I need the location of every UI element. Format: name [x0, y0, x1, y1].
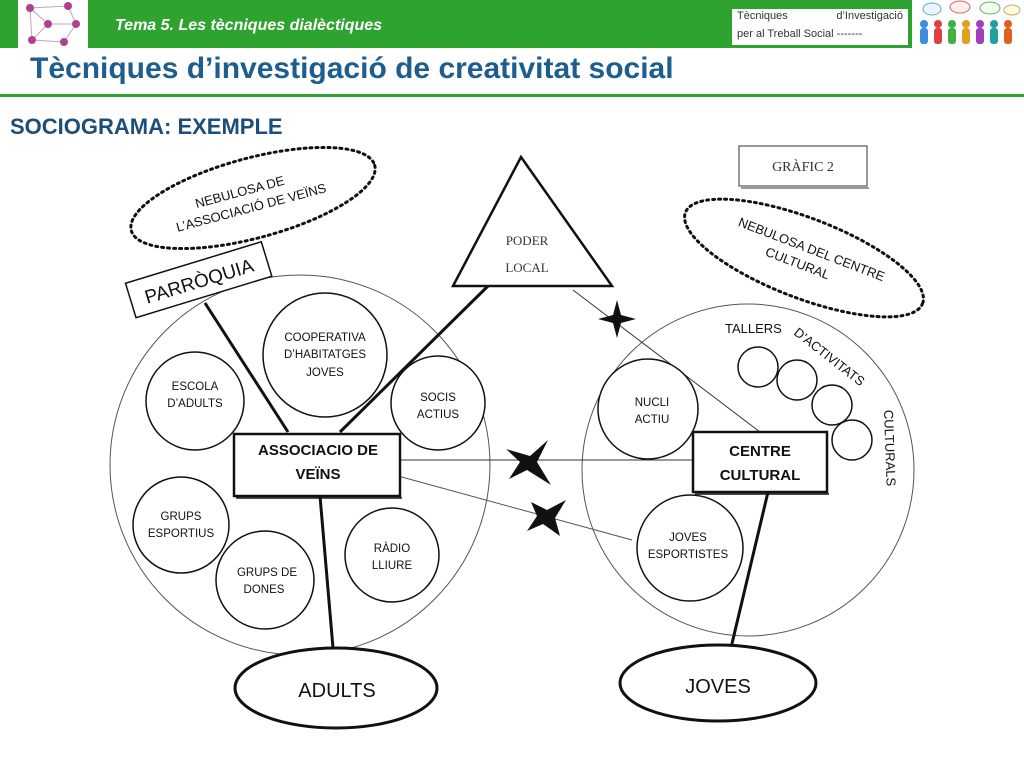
socis-line2: ACTIUS [417, 409, 460, 421]
title-divider [0, 94, 1024, 97]
nebula-left-ellipse [129, 145, 377, 251]
grups-dones-line1: GRUPS DE [237, 567, 297, 579]
joves-label: JOVES [685, 676, 751, 698]
radio-line2: LLIURE [372, 560, 413, 572]
grafic-label-box [738, 145, 868, 187]
nucli-line1: NUCLI [635, 397, 670, 409]
page-subtitle: SOCIOGRAMA: EXEMPLE [10, 114, 283, 139]
taller-circle [811, 384, 853, 426]
grups-esportius-circle [132, 476, 230, 574]
grafic-label: GRÀFIC 2 [772, 158, 834, 175]
parroquia-assoc-link [203, 302, 290, 433]
adults-ellipse [233, 646, 439, 730]
header-right-line1: Tècniques d’Investigació [737, 10, 903, 22]
grups-esportius-line1: GRUPS [161, 511, 202, 523]
people-illustration [912, 0, 1024, 48]
centre-joves-link [728, 491, 770, 653]
escola-circle [145, 351, 245, 451]
header-title: Tema 5. Les tècniques dialèctiques [115, 17, 383, 34]
assoc-veins-box [232, 432, 402, 498]
socis-circle [390, 355, 486, 451]
escola-line2: D’ADULTS [167, 398, 223, 410]
socis-line1: SOCIS [420, 392, 456, 404]
poder-local-line2: LOCAL [505, 260, 548, 275]
grups-dones-circle [215, 530, 315, 630]
nucli-line2: ACTIU [635, 414, 670, 426]
poder-local-triangle [450, 154, 615, 288]
joves-esportistes-line1: JOVES [669, 532, 707, 544]
parroquia-box: PARRÒQUIA [124, 240, 273, 319]
nebula-right-label: NEBULOSA DEL CENTRE CULTURAL [736, 214, 887, 284]
taller-circle [776, 359, 818, 401]
radio-line1: RÀDIO [374, 542, 410, 555]
conflict-star-icon [598, 300, 636, 338]
taller-circle [831, 419, 873, 461]
cooperativa-line1: COOPERATIVA [284, 332, 366, 344]
joves-esportistes-circle [636, 494, 744, 602]
assoc-veins-line1: ASSOCIACIO DE [258, 442, 378, 459]
poder-centre-link [572, 289, 761, 433]
assoc-adults-link [318, 495, 335, 649]
header-right-box [732, 9, 908, 45]
grups-esportius-line2: ESPORTIUS [148, 528, 215, 540]
header-right-line2: per al Treball Social ------- [737, 28, 863, 40]
poder-assoc-link [338, 284, 490, 434]
conflict-star-icon [506, 440, 551, 485]
centre-network-circle [581, 303, 915, 637]
culturals-label: CULTURALS [881, 410, 899, 487]
nucli-circle [597, 358, 699, 460]
cooperativa-line2: D’HABITATGES [284, 349, 366, 361]
header-right-word2: d’Investigació [836, 10, 903, 22]
assoc-joves-esportistes-link [397, 475, 633, 541]
nebula-right-ellipse [683, 197, 925, 319]
cooperativa-circle [262, 292, 388, 418]
network-logo [18, 0, 88, 48]
assoc-veins-line2: VEÏNS [295, 466, 340, 483]
adults-label: ADULTS [298, 680, 375, 702]
grups-dones-line2: DONES [244, 584, 285, 596]
poder-local-line1: PODER [506, 233, 549, 248]
cooperativa-line3: JOVES [306, 367, 344, 379]
centre-cultural-line2: CULTURAL [720, 467, 801, 484]
escola-line1: ESCOLA [172, 381, 219, 393]
joves-ellipse [618, 643, 818, 723]
radio-circle [344, 507, 440, 603]
header-right-word1: Tècniques [737, 10, 788, 22]
conflict-star-icon [527, 500, 566, 536]
centre-cultural-line1: CENTRE [729, 443, 791, 460]
tallers-label: TALLERS [725, 321, 782, 336]
taller-circle [737, 346, 779, 388]
centre-cultural-box [691, 430, 829, 494]
network-logo-icon [26, 2, 80, 46]
joves-esportistes-line2: ESPORTISTES [648, 549, 729, 561]
people-speech-icon [920, 0, 1021, 44]
page-title: Tècniques d’investigació de creativitat … [30, 52, 674, 85]
